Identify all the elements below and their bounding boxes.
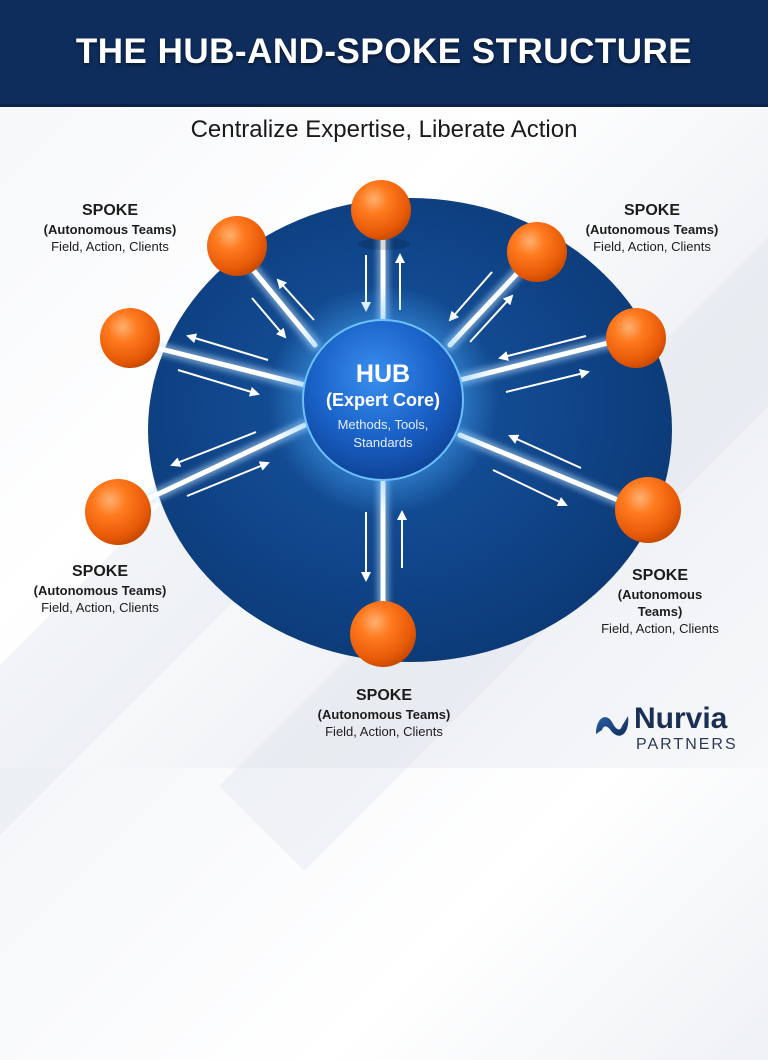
header-banner: THE HUB-AND-SPOKE STRUCTURE <box>0 0 768 107</box>
page-subtitle: Centralize Expertise, Liberate Action <box>190 116 578 143</box>
spoke-label-bottom-left: SPOKE (Autonomous Teams) Field, Action, … <box>0 562 200 616</box>
spoke-description: Field, Action, Clients <box>325 724 443 739</box>
wave-n-logo-icon <box>596 716 629 736</box>
spoke-subtitle: (Autonomous Teams) <box>317 707 451 722</box>
logo-tagline: PARTNERS <box>636 736 738 753</box>
spoke-node-bottom <box>350 601 416 667</box>
arrow-in-icon <box>251 297 287 339</box>
hub-spoke-diagram <box>85 180 681 667</box>
arrow-out-icon <box>508 434 582 469</box>
spoke-node-left <box>100 308 160 368</box>
arrow-in-icon <box>177 369 260 397</box>
spoke-title: SPOKE <box>623 202 680 219</box>
spoke-label-bottom: SPOKE (Autonomous Teams) Field, Action, … <box>284 686 484 740</box>
spoke-subtitle: (Autonomous Teams) <box>43 222 177 237</box>
hub-subtitle: (Expert Core) <box>325 390 441 410</box>
spoke-title: SPOKE <box>631 567 688 584</box>
spoke-subtitle: (Autonomous Teams) <box>585 222 719 237</box>
hub-description-line: Standards <box>353 435 413 450</box>
arrow-in-icon <box>492 469 568 507</box>
logo-name: Nurvia <box>634 702 728 735</box>
spoke-description: Field, Action, Clients <box>51 239 169 254</box>
page-title: THE HUB-AND-SPOKE STRUCTURE <box>75 32 693 71</box>
spoke-node-top <box>351 180 411 250</box>
spoke-title: SPOKE <box>71 563 128 580</box>
spoke-label-top-right: SPOKE (Autonomous Teams) Field, Action, … <box>552 201 752 255</box>
spoke-title: SPOKE <box>355 687 412 704</box>
company-logo: Nurvia PARTNERS <box>592 700 752 760</box>
arrow-out-icon <box>505 369 590 393</box>
arrow-in-icon <box>498 335 587 361</box>
spoke-description: Field, Action, Clients <box>601 621 719 636</box>
spoke-node-top-right <box>507 222 567 282</box>
hub-label: HUB (Expert Core) Methods, Tools, Standa… <box>303 360 463 452</box>
hub-description: Methods, Tools, Standards <box>303 416 463 452</box>
arrow-out-icon <box>186 333 269 361</box>
hub-description-line: Methods, Tools, <box>337 417 429 432</box>
spoke-label-bottom-right: SPOKE (Autonomous Teams) Field, Action, … <box>560 566 760 637</box>
spoke-label-top-left: SPOKE (Autonomous Teams) Field, Action, … <box>10 201 210 255</box>
spoke-nodes <box>85 180 681 667</box>
arrow-out-icon <box>170 431 257 467</box>
spoke-node-bottom-left <box>85 479 151 545</box>
spoke-node-top-left <box>207 216 267 276</box>
spoke-node-bottom-right <box>615 477 681 543</box>
hub-sphere <box>302 319 464 481</box>
spoke-subtitle: (Autonomous Teams) <box>33 583 167 598</box>
spoke-node-right <box>606 308 666 368</box>
spoke-title: SPOKE <box>81 202 138 219</box>
hub-title: HUB <box>355 360 411 388</box>
spoke-description: Field, Action, Clients <box>41 600 159 615</box>
spoke-subtitle: Teams) <box>637 604 683 619</box>
spoke-description: Field, Action, Clients <box>593 239 711 254</box>
arrow-in-icon <box>186 461 270 497</box>
spoke-subtitle: (Autonomous <box>617 587 703 602</box>
